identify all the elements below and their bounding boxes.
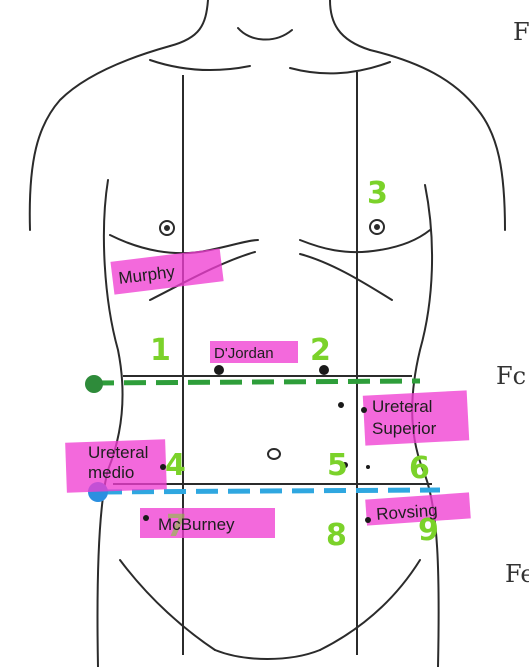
- point-rovsing: [365, 517, 371, 523]
- edge-mark-top: F: [513, 18, 529, 46]
- point-ureteral-superior: [338, 402, 344, 408]
- region-number-3: 3: [367, 176, 388, 211]
- upper-plane-endpoint: [85, 375, 103, 393]
- point-markers: [143, 365, 371, 523]
- left-shoulder: [30, 46, 170, 230]
- label-ureteral-medio-1: Ureteral: [88, 443, 148, 462]
- pectoral-right: [300, 230, 430, 252]
- neck-left: [170, 0, 208, 46]
- region-number-2: 2: [310, 333, 331, 368]
- label-ureteral-medio-2: medio: [88, 463, 134, 482]
- costal-margin-right: [300, 254, 392, 300]
- point-mcburney: [143, 515, 149, 521]
- lower-plane-dashed-line: [100, 490, 440, 492]
- left-flank: [97, 180, 122, 667]
- point-ureteral-superior-2: [361, 407, 367, 413]
- label-ureteral-superior-2: Superior: [372, 419, 437, 438]
- nipple-left-center: [165, 226, 169, 230]
- region-number-4: 4: [165, 448, 186, 483]
- label-ureteral-superior-1: Ureteral: [372, 397, 432, 416]
- edge-mark-bottom: Fe: [505, 560, 529, 588]
- neck-right: [330, 0, 370, 50]
- sternal-notch: [238, 28, 292, 40]
- label-djordan: D'Jordan: [214, 345, 274, 362]
- region-number-1: 1: [150, 333, 171, 368]
- upper-plane-dashed-line: [92, 381, 420, 383]
- point-djordan-left: [214, 365, 224, 375]
- region-number-8: 8: [326, 518, 347, 553]
- pubic-curve: [215, 650, 320, 659]
- region-number-5: 5: [327, 448, 348, 483]
- nipple-right-center: [375, 225, 379, 229]
- region-numbers: 1 2 3 4 5 6 7 8 9: [150, 176, 439, 553]
- inguinal-left: [120, 560, 215, 650]
- clavicle-left: [150, 60, 250, 70]
- inguinal-right: [320, 560, 420, 650]
- edge-marks: F Fc Fe: [496, 18, 529, 588]
- edge-mark-middle: Fc: [496, 362, 526, 390]
- point-region5-b: [366, 465, 370, 469]
- navel: [268, 449, 280, 459]
- clavicle-right: [290, 62, 390, 73]
- label-mcburney: McBurney: [158, 515, 235, 534]
- region-number-6: 6: [409, 451, 430, 486]
- right-shoulder: [370, 50, 505, 230]
- torso-outline: [30, 0, 505, 667]
- highlighter-bands: [65, 248, 471, 538]
